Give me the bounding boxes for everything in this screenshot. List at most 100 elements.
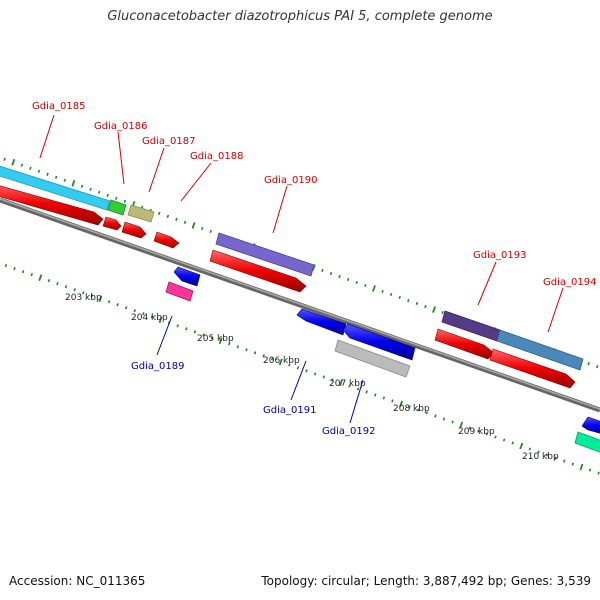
scale-tick-minor: [322, 375, 325, 379]
scale-tick-minor: [158, 211, 161, 215]
gene-label-gdia-0191[interactable]: Gdia_0191: [263, 405, 316, 416]
scale-tick-minor: [97, 190, 101, 194]
scale-tick-minor: [511, 441, 514, 445]
gene-bar-gdia-0189[interactable]: [165, 281, 194, 302]
scale-tick-minor: [56, 282, 59, 286]
scale-tick-minor: [442, 417, 446, 421]
scale-tick-minor: [183, 220, 187, 224]
reverse-cds-arrows: [165, 266, 600, 453]
scale-tick-major: [399, 400, 403, 408]
scale-tick-minor: [288, 363, 291, 367]
callout-line-gdia-0186: [117, 131, 125, 185]
cds-arrow-gdia-0188[interactable]: [153, 231, 180, 249]
scale-tick-minor: [434, 414, 437, 418]
scale-tick-minor: [408, 405, 411, 409]
gene-label-gdia-0188[interactable]: Gdia_0188: [190, 151, 243, 162]
callout-line-gdia-0192: [349, 379, 364, 424]
kbp-label: 205 kbp: [197, 334, 234, 344]
scale-tick-major: [432, 306, 436, 313]
gene-label-gdia-0189[interactable]: Gdia_0189: [131, 361, 184, 372]
scale-tick-minor: [348, 384, 351, 388]
scale-tick-minor: [321, 268, 324, 273]
tick-layer: [3, 157, 600, 475]
scale-tick-minor: [407, 298, 410, 303]
cds-arrow-gdia-0187[interactable]: [121, 221, 147, 239]
genome-backbone: [0, 197, 600, 413]
scale-tick-minor: [545, 453, 549, 457]
gene-label-gdia-0193[interactable]: Gdia_0193: [473, 250, 526, 261]
scale-tick-minor: [175, 217, 178, 221]
scale-tick-minor: [133, 309, 136, 313]
scale-tick-major: [579, 463, 584, 471]
gene-label-gdia-0186[interactable]: Gdia_0186: [94, 121, 147, 132]
scale-tick-minor: [346, 277, 350, 282]
scale-tick-major: [71, 180, 76, 187]
scale-tick-minor: [270, 357, 274, 361]
scale-tick-minor: [46, 172, 49, 176]
gene-labels-forward: Gdia_0185 Gdia_0186 Gdia_0187 Gdia_0188 …: [32, 101, 596, 288]
cds-arrow-unlabeled[interactable]: [581, 416, 600, 434]
scale-tick-minor: [365, 390, 368, 394]
cds-arrow-gdia-0186[interactable]: [102, 216, 122, 231]
gene-label-gdia-0194[interactable]: Gdia_0194: [543, 277, 596, 288]
scale-tick-major: [218, 337, 223, 345]
gene-label-gdia-0192[interactable]: Gdia_0192: [322, 426, 375, 437]
scale-tick-minor: [355, 280, 358, 285]
callout-line-gdia-0193: [477, 261, 497, 306]
scale-tick-minor: [262, 354, 265, 358]
scale-tick-minor: [502, 438, 506, 442]
scale-tick-minor: [90, 294, 94, 298]
gene-bar-gdia-0192[interactable]: [334, 339, 411, 378]
gene-label-gdia-0187[interactable]: Gdia_0187: [142, 136, 195, 147]
scale-tick-minor: [389, 292, 393, 297]
scale-tick-minor: [193, 330, 197, 334]
scale-tick-minor: [381, 289, 384, 294]
scale-tick-minor: [63, 178, 66, 182]
scale-tick-minor: [176, 324, 179, 328]
kbp-label: 208 kbp: [393, 404, 430, 414]
scale-tick-minor: [296, 366, 300, 370]
scale-tick-minor: [391, 399, 394, 403]
gene-label-gdia-0190[interactable]: Gdia_0190: [264, 175, 317, 186]
callout-line-gdia-0188: [180, 162, 212, 202]
scale-tick-minor: [417, 408, 420, 412]
genome-summary-text: Topology: circular; Length: 3,887,492 bp…: [261, 574, 591, 588]
forward-features: [0, 163, 584, 371]
scale-tick-minor: [331, 378, 334, 382]
cds-arrow-gdia-0185[interactable]: [0, 183, 104, 226]
callout-line-gdia-0190: [272, 185, 288, 234]
cds-arrow-gdia-0194[interactable]: [489, 348, 576, 389]
cds-arrow-gdia-0192[interactable]: [342, 323, 416, 361]
gene-bar-gdia-0194[interactable]: [496, 329, 584, 371]
genome-backbone-highlight: [0, 198, 600, 410]
kbp-label: 207 kbp: [329, 379, 366, 389]
scale-tick-minor: [477, 429, 480, 433]
scale-tick-minor: [329, 271, 333, 276]
scale-tick-minor: [4, 264, 8, 268]
scale-tick-major: [38, 274, 43, 282]
scale-tick-minor: [528, 447, 532, 451]
gene-bar-gdia-0186[interactable]: [107, 199, 127, 216]
gene-bar-gdia-0187[interactable]: [127, 204, 155, 223]
gene-bar-gdia-0185[interactable]: [0, 163, 111, 211]
gene-bar-unlabeled[interactable]: [574, 431, 600, 453]
scale-tick-major: [459, 421, 464, 429]
scale-tick-minor: [364, 283, 367, 288]
cds-arrow-gdia-0190[interactable]: [209, 249, 307, 293]
scale-tick-minor: [107, 300, 111, 304]
cds-arrow-gdia-0189[interactable]: [173, 266, 201, 287]
scale-tick-minor: [106, 193, 109, 197]
callout-line-gdia-0191: [290, 360, 307, 401]
gene-label-gdia-0185[interactable]: Gdia_0185: [32, 101, 85, 112]
scale-tick-minor: [115, 196, 118, 200]
scale-tick-minor: [228, 342, 231, 346]
scale-tick-minor: [166, 214, 170, 218]
scale-tick-minor: [382, 396, 386, 400]
scale-tick-minor: [123, 199, 127, 203]
gene-bar-gdia-0190[interactable]: [215, 232, 315, 277]
scale-tick-minor: [468, 426, 471, 430]
map-title: Gluconacetobacter diazotrophicus PAI 5, …: [107, 9, 493, 24]
scale-tick-minor: [424, 304, 427, 309]
scale-tick-minor: [210, 336, 214, 340]
